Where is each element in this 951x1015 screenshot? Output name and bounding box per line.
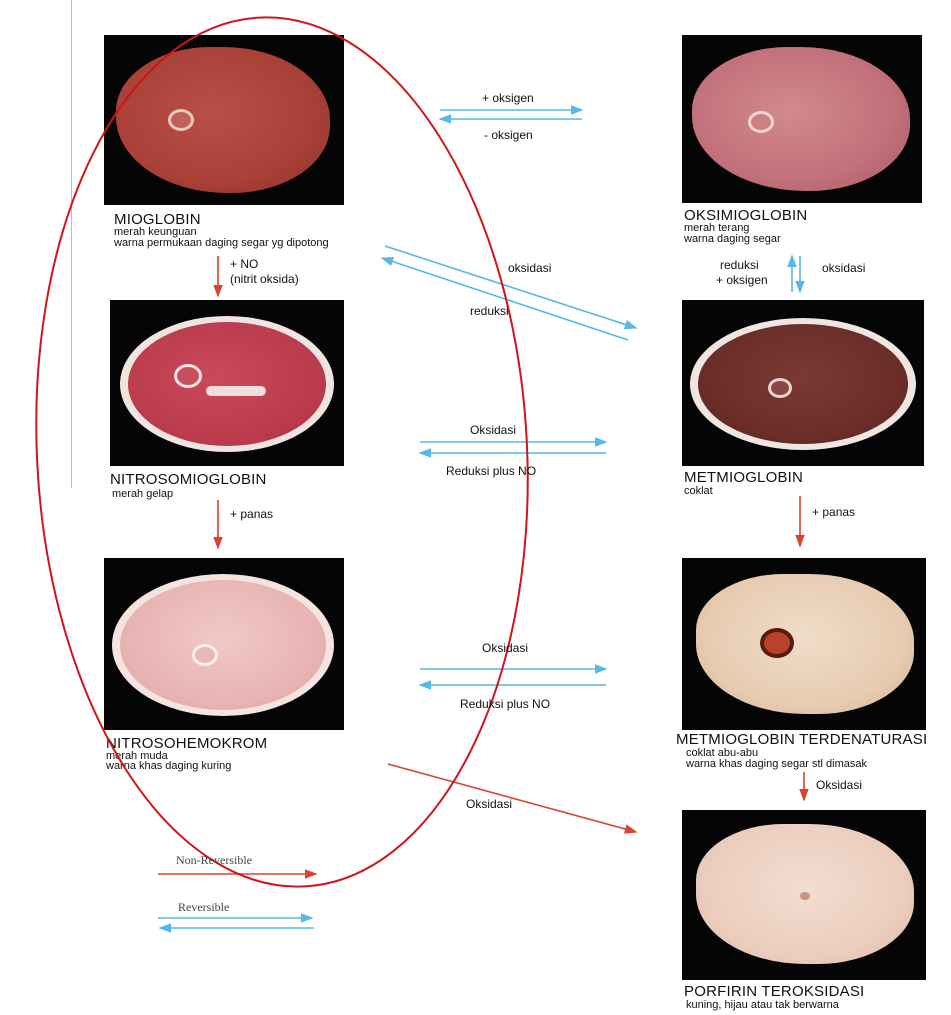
label-mid-reduksi-plus-no: Reduksi plus NO xyxy=(446,465,536,478)
legend-non-reversible-label: Non-Reversible xyxy=(176,853,252,868)
label-minus-oksigen: - oksigen xyxy=(484,129,533,142)
label-mid-oksidasi: Oksidasi xyxy=(470,424,516,437)
label-right-oksidasi-down: Oksidasi xyxy=(816,779,862,792)
label-vert-reduksi: reduksi xyxy=(720,259,759,272)
label-panas-left: + panas xyxy=(230,508,273,521)
label-nitrit-oksida: (nitrit oksida) xyxy=(230,273,299,286)
label-plus-no: + NO xyxy=(230,258,258,271)
label-low-reduksi-plus-no: Reduksi plus NO xyxy=(460,698,550,711)
label-plus-oksigen: + oksigen xyxy=(482,92,534,105)
highlight-ellipse xyxy=(15,5,550,899)
label-vert-plus-oksigen: + oksigen xyxy=(716,274,768,287)
legend-reversible-label: Reversible xyxy=(178,900,229,915)
label-diag-reduksi: reduksi xyxy=(470,305,509,318)
arrow-diag-reduksi xyxy=(382,258,628,340)
label-low-oksidasi: Oksidasi xyxy=(482,642,528,655)
label-vert-oksidasi: oksidasi xyxy=(822,262,865,275)
label-bottom-diag-oksidasi: Oksidasi xyxy=(466,798,512,811)
label-panas-right: + panas xyxy=(812,506,855,519)
label-diag-oksidasi: oksidasi xyxy=(508,262,551,275)
